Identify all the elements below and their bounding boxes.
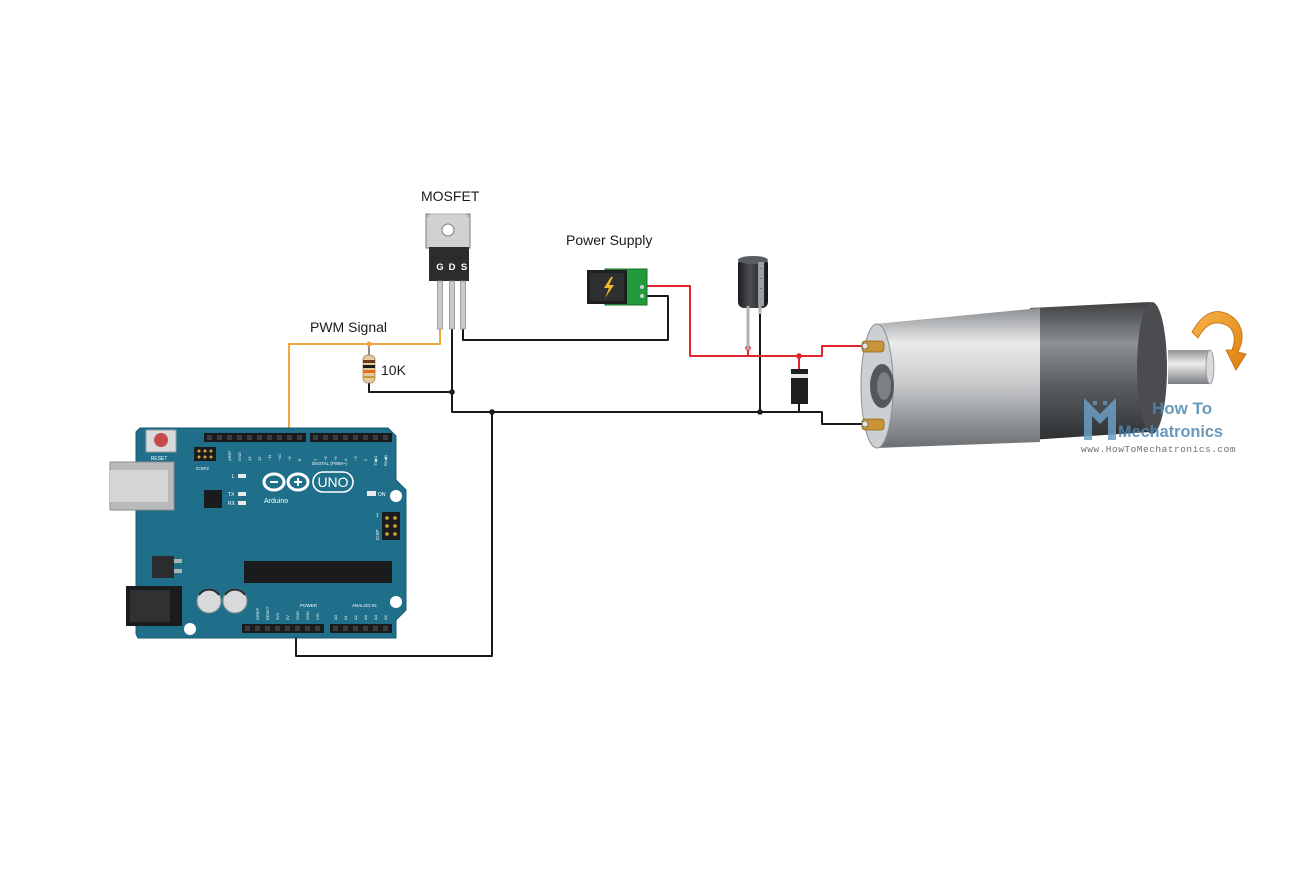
- watermark-line2: Mechatronics: [1118, 422, 1223, 441]
- power-pin-label: 5V: [285, 615, 290, 620]
- svg-text:-: -: [760, 266, 762, 272]
- tx-pin-label: TX▶1: [373, 455, 378, 466]
- mosfet-pin-s: S: [461, 262, 467, 273]
- arduino-pcb: [136, 428, 406, 638]
- analog-pin-labels: A0 A1 A2 A3 A4 A5: [333, 614, 388, 620]
- diode-component: [791, 369, 808, 404]
- led-tx-label: TX: [228, 492, 235, 498]
- digital-pin-label: 2: [363, 458, 368, 461]
- watermark-line1: How To: [1152, 399, 1212, 418]
- led-l-label: L: [232, 474, 235, 480]
- digital-header-left: [204, 433, 306, 442]
- icsp-header: [382, 512, 400, 540]
- power-pin-label: VIN: [315, 613, 320, 620]
- digital-pin-label: ~5: [333, 456, 338, 461]
- power-pin-label: GND: [305, 611, 310, 620]
- mosfet-component: G D S: [425, 213, 471, 330]
- mosfet-pin-d: D: [449, 262, 456, 273]
- icsp-pin1-label: 1: [376, 513, 379, 519]
- wires: [288, 285, 872, 657]
- svg-text:-: -: [760, 286, 762, 292]
- digital-header-pins: [207, 435, 388, 440]
- power-header: [242, 624, 324, 633]
- aref-label: AREF: [227, 450, 232, 461]
- resistor-component: [362, 354, 376, 384]
- motor-negative-wire: [799, 411, 872, 425]
- power-pin-label: 3V3: [275, 612, 280, 620]
- resistor-ground-wire: [368, 382, 452, 393]
- microcontroller-chip: [244, 561, 392, 583]
- power-pin-label: RESET: [265, 606, 270, 620]
- icsp-label: ICSP: [375, 529, 380, 540]
- resistor-value-label: 10K: [381, 362, 406, 378]
- power-supply-label: Power Supply: [566, 232, 653, 248]
- digital-pin-label: 13: [247, 456, 252, 461]
- analog-pin-label: A2: [353, 614, 358, 620]
- digital-pin-label: ~9: [287, 456, 292, 461]
- svg-text:-: -: [760, 276, 762, 282]
- arduino-ground-wire: [295, 412, 493, 657]
- uno-badge: [312, 471, 354, 493]
- digital-pin-label: ~6: [323, 456, 328, 461]
- dc-motor-component: [860, 302, 1247, 449]
- uno-label: UNO: [317, 474, 348, 490]
- digital-pin-label: 4: [343, 458, 348, 461]
- gnd-label: GND: [237, 452, 242, 461]
- mosfet-drain-wire: [451, 328, 800, 413]
- motor-gearbox: [1030, 302, 1161, 440]
- digital-pin-label: ~10: [277, 453, 282, 461]
- reset-label: RESET: [151, 456, 168, 462]
- on-led-label: ON: [378, 492, 386, 498]
- analog-pin-label: A4: [373, 614, 378, 620]
- pwm-signal-label: PWM Signal: [310, 319, 388, 335]
- digital-pin-label: ~3: [353, 456, 358, 461]
- mosfet-source-wire: [462, 295, 669, 341]
- led-rx-label: RX: [228, 501, 236, 507]
- digital-pin-label: ~11: [267, 454, 272, 461]
- capacitor-component: - - -: [738, 256, 768, 350]
- mosfet-pin-g: G: [436, 262, 443, 273]
- power-pin-labels: IOREF RESET 3V3 5V GND GND VIN: [255, 606, 320, 620]
- motor-can: [875, 308, 1040, 448]
- watermark-url: www.HowToMechatronics.com: [1081, 444, 1237, 455]
- power-pin-label: IOREF: [255, 607, 260, 620]
- analog-pin-label: A1: [343, 614, 348, 620]
- power-pin-label: GND: [295, 611, 300, 620]
- power-header-label: POWER: [300, 603, 318, 608]
- analog-pin-label: A0: [333, 614, 338, 620]
- positive-supply-wire: [646, 285, 872, 357]
- digital-pin-label: 7: [313, 458, 318, 461]
- rx-pin-label: RX◀0: [383, 454, 388, 466]
- rotation-arrow-icon: [1191, 311, 1247, 371]
- icsp2-label: ICSP2: [196, 466, 210, 471]
- analog-header-label: ANALOG IN: [352, 603, 377, 608]
- digital-pin-labels: 13 12 ~11 ~10 ~9 8 7 ~6 ~5 4 ~3 2: [247, 453, 368, 461]
- howtomechatronics-logo: How To Mechatronics: [1084, 398, 1223, 441]
- pwm-wire: [288, 328, 441, 436]
- digital-pin-label: 8: [297, 458, 302, 461]
- digital-pin-label: 12: [257, 456, 262, 461]
- arduino-brand-label: Arduino: [264, 498, 288, 505]
- arduino-uno-board: RESET ICSP2 AREF GND 13 12 ~11 ~10 ~9 8 …: [109, 427, 407, 639]
- digital-header-right: [310, 433, 392, 442]
- analog-header: [330, 624, 392, 633]
- analog-pin-label: A5: [383, 614, 388, 620]
- mosfet-label: MOSFET: [421, 188, 480, 204]
- arduino-logo: UNO Arduino: [262, 471, 354, 505]
- power-jack-component: [587, 268, 648, 306]
- junction-dots: [366, 341, 802, 415]
- digital-header-label: DIGITAL (PWM~): [312, 461, 347, 466]
- analog-pin-label: A3: [363, 614, 368, 620]
